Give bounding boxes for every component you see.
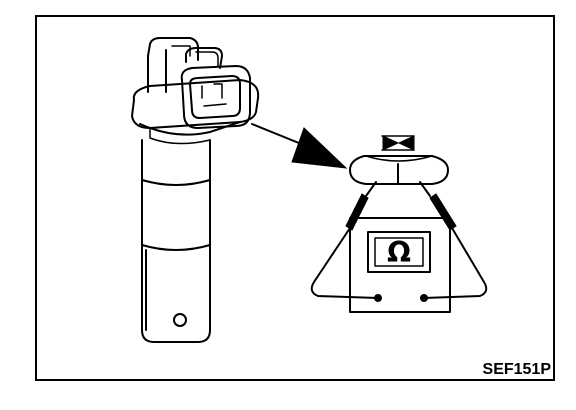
pointer-arrow-icon — [251, 123, 348, 169]
figure-code: SEF151P — [483, 361, 552, 378]
crankshaft-position-sensor-icon — [131, 37, 260, 343]
ohmmeter-icon — [349, 217, 451, 313]
sensor-connector-icon — [180, 47, 251, 129]
ohm-symbol: Ω — [387, 236, 411, 269]
test-leads — [310, 181, 488, 299]
terminal-connector-icon — [349, 135, 449, 185]
figure-frame — [35, 15, 555, 381]
test-probe-icon — [345, 193, 369, 231]
test-probe-icon — [429, 193, 457, 231]
